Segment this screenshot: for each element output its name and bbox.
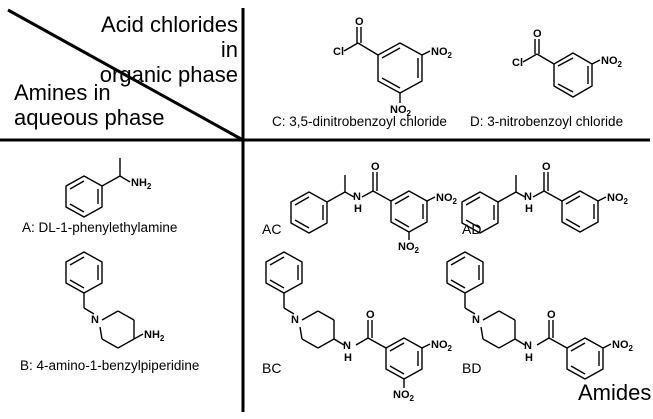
acid-chlorides-header: Acid chlorides in organic phase <box>80 12 238 87</box>
atom-no2: NO2 <box>436 192 458 206</box>
diagonal-divider <box>7 8 244 142</box>
structure-amide-AD <box>461 172 607 234</box>
acid-header-line2: organic phase <box>99 62 238 87</box>
amine-header-line2: aqueous phase <box>14 105 165 130</box>
atom-no2: NO2 <box>607 192 629 206</box>
atom-h: H <box>525 203 533 215</box>
atom-n: N <box>472 314 480 326</box>
label-reagent-C: C: 3,5-dinitrobenzoyl chloride <box>272 114 447 129</box>
acid-header-line1: Acid chlorides in <box>101 12 238 62</box>
atom-cl: Cl <box>333 46 344 58</box>
label-product-BD: BD <box>462 360 482 376</box>
label-reagent-D: D: 3-nitrobenzoyl chloride <box>470 114 624 129</box>
atom-o: O <box>366 309 375 321</box>
atom-no2: NO2 <box>390 104 412 118</box>
atom-o: O <box>542 161 551 173</box>
atom-no2: NO2 <box>601 55 623 69</box>
label-product-AC: AC <box>262 221 282 237</box>
amine-header-line1: Amines in <box>14 80 111 105</box>
atom-n: N <box>291 314 299 326</box>
label-reagent-A: A: DL-1-phenylethylamine <box>22 220 178 235</box>
atom-n: N <box>524 191 532 203</box>
atom-nh2: NH2 <box>144 329 165 343</box>
structure-amide-AC <box>290 172 436 240</box>
structure-amide-BC <box>265 251 431 388</box>
atom-h: H <box>354 203 362 215</box>
atom-o: O <box>355 16 364 28</box>
structure-1-phenylethylamine <box>65 158 131 218</box>
atom-no2: NO2 <box>393 389 415 403</box>
label-product-BC: BC <box>262 360 282 376</box>
atom-n: N <box>524 340 532 352</box>
atom-cl: Cl <box>512 57 523 69</box>
amines-header: Amines in aqueous phase <box>14 80 164 130</box>
amides-quadrant-label: Amides <box>578 380 652 405</box>
atom-n: N <box>353 191 361 203</box>
atom-o: O <box>547 309 556 321</box>
atom-h: H <box>525 352 533 364</box>
atom-n: N <box>343 340 351 352</box>
atom-no2: NO2 <box>398 241 420 255</box>
atom-h: H <box>344 352 352 364</box>
structure-amide-BD <box>446 251 612 380</box>
structure-4-amino-1-benzylpiperidine <box>65 251 144 349</box>
atom-no2: NO2 <box>431 46 453 60</box>
atom-o: O <box>371 161 380 173</box>
atom-no2: NO2 <box>612 339 634 353</box>
atom-n: N <box>91 314 99 326</box>
atom-nh2: NH2 <box>131 177 152 191</box>
label-product-AD: AD <box>462 221 482 237</box>
structure-3-5-dinitrobenzoyl-chloride <box>343 27 431 103</box>
atom-o: O <box>533 28 542 40</box>
structure-3-nitrobenzoyl-chloride <box>522 39 601 98</box>
atom-no2: NO2 <box>431 339 453 353</box>
label-reagent-B: B: 4-amino-1-benzylpiperidine <box>20 358 200 373</box>
